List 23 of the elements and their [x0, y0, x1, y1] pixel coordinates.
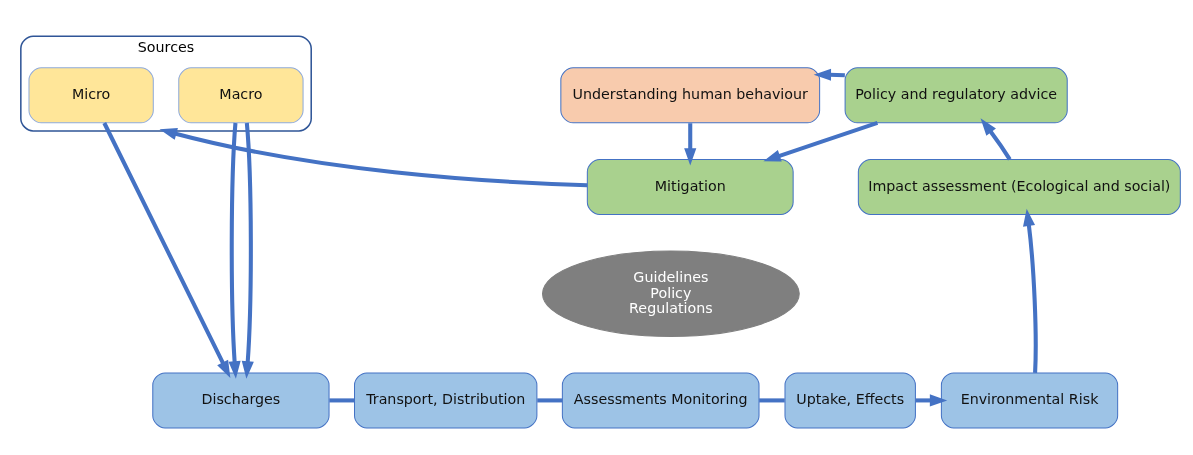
node-box: Assessments Monitoring — [561, 371, 760, 428]
arrow — [228, 122, 241, 379]
node-box: Discharges — [152, 371, 330, 428]
arrow — [102, 121, 231, 378]
node-box: Macro — [178, 66, 304, 123]
arrow — [684, 122, 697, 166]
arrow — [763, 120, 879, 162]
node-box: Uptake, Effects — [784, 371, 916, 428]
arrow — [980, 117, 1012, 160]
arrow — [1023, 208, 1038, 373]
node-box: Transport, Distribution — [354, 371, 538, 428]
arrow — [159, 127, 588, 187]
connector — [329, 397, 355, 402]
node-box: Understanding human behaviour — [560, 66, 821, 123]
connector — [759, 397, 785, 402]
node-box: Impact assessment (Ecological and social) — [857, 158, 1181, 215]
node-box: Policy and regulatory advice — [844, 66, 1068, 123]
node-box: Micro — [28, 66, 154, 123]
node-box: Environmental Risk — [940, 371, 1119, 428]
node-box: Mitigation — [586, 158, 794, 215]
node-ellipse: Guidelines Policy Regulations — [542, 250, 800, 337]
connector — [537, 397, 563, 402]
arrow — [241, 122, 254, 379]
